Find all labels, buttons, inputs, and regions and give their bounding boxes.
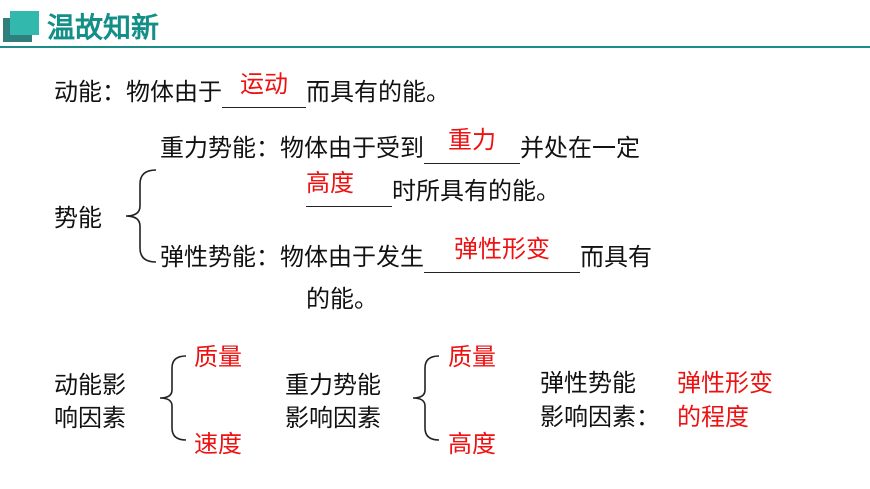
gravity-definition-line1: 重力势能：物体由于受到重力并处在一定 — [160, 126, 640, 164]
gravity-answer-2: 高度 — [306, 169, 354, 197]
elastic-factors-label-2: 影响因素： — [540, 403, 660, 431]
elastic-suffix: 而具有 — [580, 243, 652, 271]
elastic-answer: 弹性形变 — [454, 235, 550, 263]
kinetic-factors-brace — [159, 355, 187, 441]
kinetic-answer: 运动 — [240, 70, 288, 98]
elastic-blank: 弹性形变 — [424, 235, 580, 273]
gravity-factor-mass: 质量 — [448, 343, 496, 371]
kinetic-blank: 运动 — [222, 70, 306, 108]
elastic-factor-degree: 的程度 — [677, 403, 749, 431]
header-divider — [0, 46, 870, 48]
kinetic-suffix: 而具有的能。 — [306, 78, 450, 106]
gravity-factor-height: 高度 — [448, 430, 496, 458]
page-title: 温故知新 — [47, 11, 160, 44]
gravity-prefix: 重力势能：物体由于受到 — [160, 134, 424, 162]
elastic-definition-line1: 弹性势能：物体由于发生 弹性形变 而具有 — [160, 235, 652, 273]
gravity-factors-label-1: 重力势能 — [285, 371, 381, 399]
kinetic-definition: 动能：物体由于运动而具有的能。 — [54, 70, 450, 108]
kinetic-factor-speed: 速度 — [194, 430, 242, 458]
potential-label: 势能 — [54, 204, 102, 232]
gravity-answer-1: 重力 — [448, 126, 496, 154]
elastic-factors-label-1: 弹性势能 — [540, 369, 636, 397]
potential-brace — [125, 169, 157, 263]
gravity-blank-2: 高度 — [306, 169, 392, 207]
gravity-factors-brace — [412, 355, 440, 441]
gravity-factors-label-2: 影响因素 — [285, 404, 381, 432]
gravity-blank-1: 重力 — [424, 126, 520, 164]
kinetic-factors-label-2: 响因素 — [54, 404, 126, 432]
kinetic-factors-label-1: 动能影 — [54, 371, 126, 399]
header-icon-front — [10, 11, 39, 35]
kinetic-prefix: 动能：物体由于 — [54, 78, 222, 106]
kinetic-factor-mass: 质量 — [194, 343, 242, 371]
elastic-prefix: 弹性势能：物体由于发生 — [160, 243, 424, 271]
elastic-factor-deformation: 弹性形变 — [677, 369, 773, 397]
gravity-definition-line2: 高度 时所具有的能。 — [306, 169, 560, 207]
gravity-suffix: 时所具有的能。 — [392, 177, 560, 205]
elastic-definition-line2: 的能。 — [306, 285, 378, 313]
gravity-mid: 并处在一定 — [520, 134, 640, 162]
